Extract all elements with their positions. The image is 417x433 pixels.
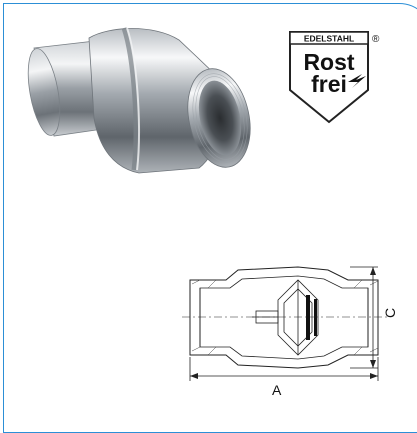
cross-section-drawing xyxy=(182,266,390,381)
badge-line-1: Rost xyxy=(303,49,354,75)
registered-mark: ® xyxy=(372,34,380,45)
check-valve-photo xyxy=(27,27,251,174)
dimension-c-label: C xyxy=(382,307,398,318)
badge-top-text: EDELSTAHL xyxy=(304,34,354,44)
badge-line-2: frei xyxy=(311,71,347,97)
rostfrei-badge: EDELSTAHL ® Rost frei xyxy=(289,31,380,124)
lightning-icon xyxy=(348,74,366,88)
dimension-a-label: A xyxy=(272,382,282,398)
